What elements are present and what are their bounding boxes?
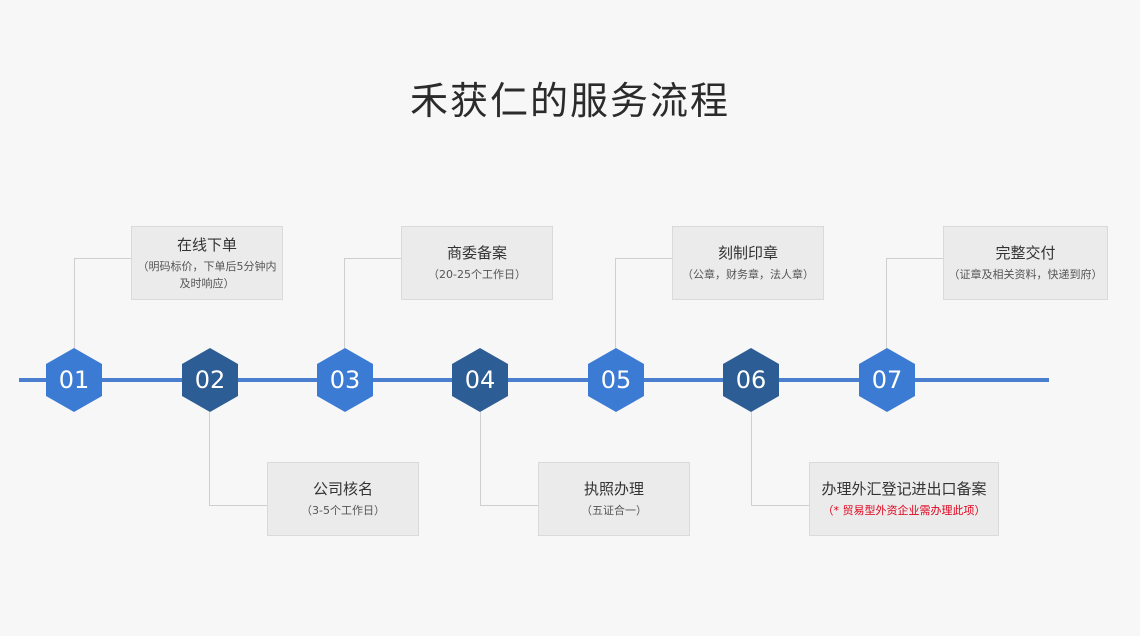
step-title: 执照办理	[583, 480, 644, 498]
step-title: 刻制印章	[717, 244, 778, 262]
step-02-box: 公司核名 （3-5个工作日）	[267, 462, 419, 536]
step-title: 公司核名	[312, 480, 373, 498]
step-number: 01	[58, 366, 90, 394]
connector-02	[209, 412, 268, 506]
connector-01	[74, 258, 131, 349]
page-title: 禾获仁的服务流程	[409, 79, 730, 123]
connector-04	[480, 412, 539, 506]
connector-05	[615, 258, 672, 349]
step-05-hexagon: 05	[588, 348, 644, 412]
step-note: （* 贸易型外资企业需办理此项）	[822, 504, 986, 517]
step-01-box: 在线下单 （明码标价，下单后5分钟内及时响应）	[131, 226, 283, 300]
step-05-box: 刻制印章 （公章，财务章，法人章）	[672, 226, 824, 300]
step-04-box: 执照办理 （五证合一）	[538, 462, 690, 536]
step-number: 02	[194, 366, 226, 394]
step-title: 完整交付	[995, 244, 1056, 262]
connector-03	[344, 258, 401, 349]
step-06-box: 办理外汇登记进出口备案 （* 贸易型外资企业需办理此项）	[809, 462, 999, 536]
step-03-hexagon: 03	[317, 348, 373, 412]
step-number: 05	[600, 366, 632, 394]
step-note: （五证合一）	[581, 504, 647, 517]
step-note: （3-5个工作日）	[301, 504, 385, 517]
connector-06	[751, 412, 810, 506]
step-note: （证章及相关资料，快递到府）	[948, 268, 1103, 281]
step-number: 03	[329, 366, 361, 394]
step-02-hexagon: 02	[182, 348, 238, 412]
step-07-box: 完整交付 （证章及相关资料，快递到府）	[943, 226, 1108, 300]
step-06-hexagon: 06	[723, 348, 779, 412]
step-note: （公章，财务章，法人章）	[682, 268, 814, 281]
step-note: （明码标价，下单后5分钟内及时响应）	[137, 259, 277, 290]
step-title: 商委备案	[446, 244, 507, 262]
step-03-box: 商委备案 （20-25个工作日）	[401, 226, 553, 300]
step-title: 办理外汇登记进出口备案	[821, 480, 987, 498]
step-note: （20-25个工作日）	[428, 268, 526, 281]
step-07-hexagon: 07	[859, 348, 915, 412]
connector-07	[886, 258, 943, 349]
step-number: 04	[464, 366, 496, 394]
timeline-bar	[19, 378, 1049, 382]
step-01-hexagon: 01	[46, 348, 102, 412]
step-number: 07	[871, 366, 903, 394]
step-04-hexagon: 04	[452, 348, 508, 412]
step-number: 06	[735, 366, 767, 394]
step-title: 在线下单	[176, 235, 237, 254]
